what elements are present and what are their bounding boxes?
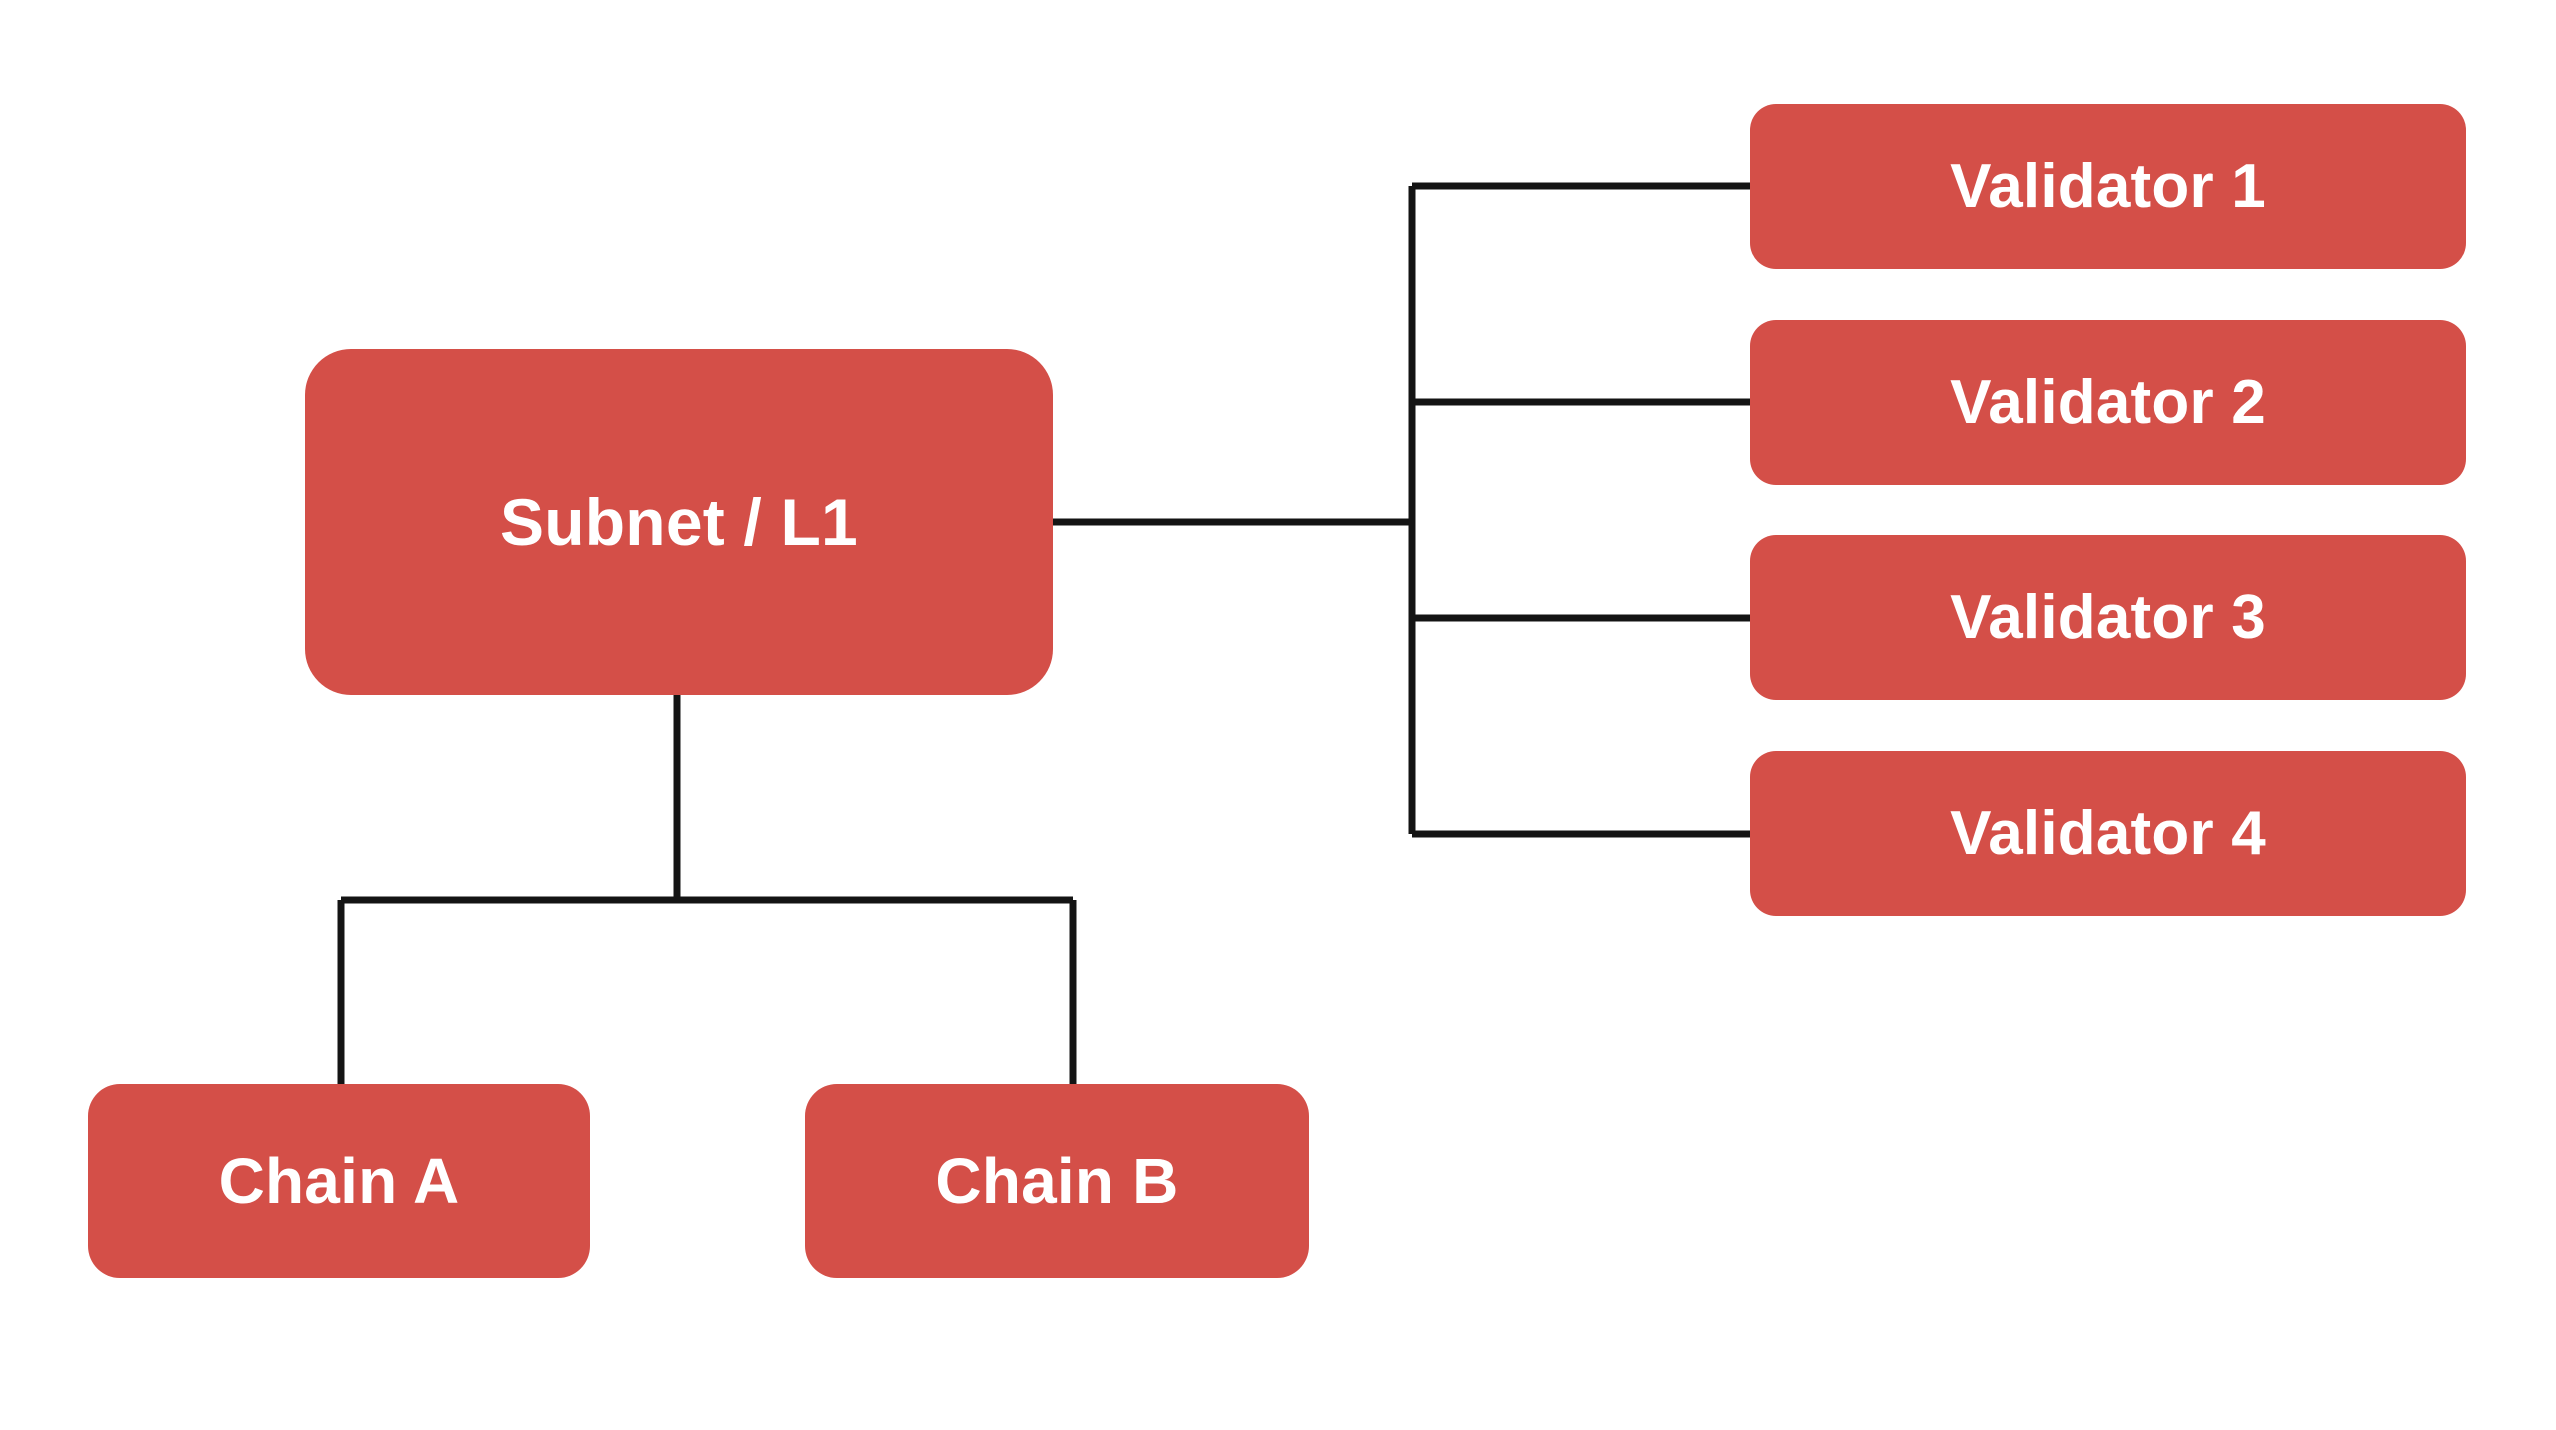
node-chain-a[interactable]: Chain A <box>88 1084 590 1278</box>
node-validator-1[interactable]: Validator 1 <box>1750 104 2466 269</box>
node-validator-2-label: Validator 2 <box>1950 367 2266 437</box>
node-chain-b-label: Chain B <box>935 1145 1179 1217</box>
node-subnet-l1[interactable]: Subnet / L1 <box>305 349 1053 695</box>
node-subnet-l1-label: Subnet / L1 <box>500 485 858 559</box>
node-validator-4-label: Validator 4 <box>1950 798 2266 868</box>
node-validator-1-label: Validator 1 <box>1950 151 2266 221</box>
node-validator-3[interactable]: Validator 3 <box>1750 535 2466 700</box>
node-chain-b[interactable]: Chain B <box>805 1084 1309 1278</box>
node-validator-2[interactable]: Validator 2 <box>1750 320 2466 485</box>
node-validator-3-label: Validator 3 <box>1950 582 2266 652</box>
node-chain-a-label: Chain A <box>218 1145 460 1217</box>
node-validator-4[interactable]: Validator 4 <box>1750 751 2466 916</box>
